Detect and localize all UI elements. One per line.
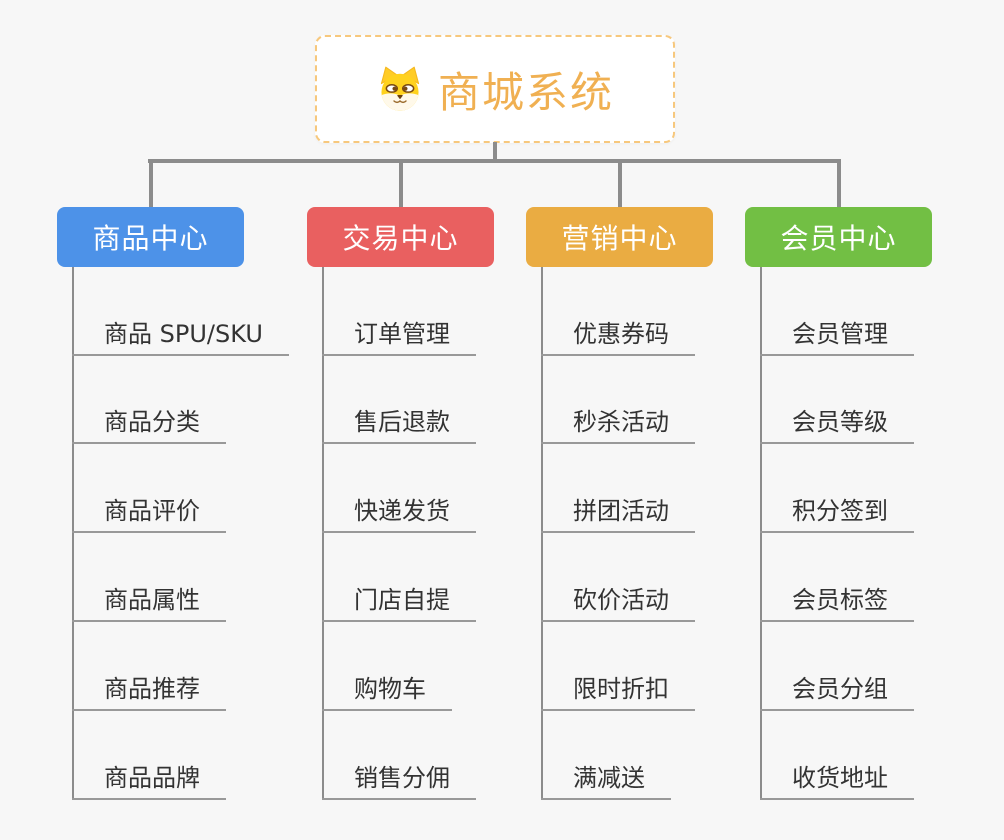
leaf-item[interactable]: 砍价活动: [541, 586, 695, 622]
leaf-item[interactable]: 快递发货: [322, 497, 476, 533]
leaf-item[interactable]: 门店自提: [322, 586, 476, 622]
connector-branch-drop: [149, 159, 153, 207]
connector-column-line: [322, 267, 324, 800]
leaf-item[interactable]: 秒杀活动: [541, 408, 695, 444]
leaf-item[interactable]: 积分签到: [760, 497, 914, 533]
connector-branch-drop: [618, 159, 622, 207]
branch-header-1[interactable]: 商品中心: [57, 207, 244, 267]
leaf-item[interactable]: 购物车: [322, 675, 452, 711]
doge-icon: [380, 66, 420, 111]
branch-header-3[interactable]: 营销中心: [526, 207, 713, 267]
connector-column-line: [760, 267, 762, 800]
leaf-item[interactable]: 满减送: [541, 764, 671, 800]
leaf-item[interactable]: 售后退款: [322, 408, 476, 444]
leaf-item[interactable]: 销售分佣: [322, 764, 476, 800]
leaf-item[interactable]: 商品属性: [72, 586, 226, 622]
leaf-item[interactable]: 商品 SPU/SKU: [72, 320, 289, 356]
branch-header-4[interactable]: 会员中心: [745, 207, 932, 267]
root-node[interactable]: 商城系统: [315, 35, 675, 143]
leaf-item[interactable]: 商品推荐: [72, 675, 226, 711]
connector-root-stem: [493, 142, 497, 163]
leaf-item[interactable]: 会员分组: [760, 675, 914, 711]
connector-column-line: [72, 267, 74, 800]
root-title: 商城系统: [437, 67, 614, 117]
leaf-item[interactable]: 收货地址: [760, 764, 914, 800]
leaf-item[interactable]: 商品分类: [72, 408, 226, 444]
connector-column-line: [541, 267, 543, 800]
leaf-item[interactable]: 会员等级: [760, 408, 914, 444]
connector-branch-drop: [399, 159, 403, 207]
leaf-item[interactable]: 商品品牌: [72, 764, 226, 800]
leaf-item[interactable]: 会员标签: [760, 586, 914, 622]
leaf-item[interactable]: 优惠券码: [541, 320, 695, 356]
leaf-item[interactable]: 拼团活动: [541, 497, 695, 533]
leaf-item[interactable]: 订单管理: [322, 320, 476, 356]
connector-bus: [148, 159, 841, 163]
leaf-item[interactable]: 会员管理: [760, 320, 914, 356]
leaf-item[interactable]: 限时折扣: [541, 675, 695, 711]
branch-header-2[interactable]: 交易中心: [307, 207, 494, 267]
connector-branch-drop: [837, 159, 841, 207]
leaf-item[interactable]: 商品评价: [72, 497, 226, 533]
